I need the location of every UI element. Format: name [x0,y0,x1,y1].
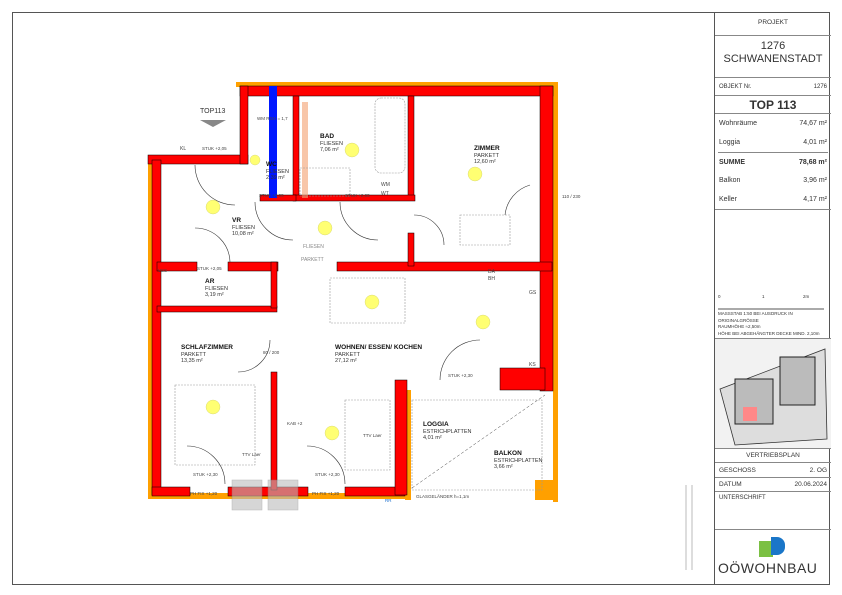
unit-marker: TOP113 [200,108,226,115]
note: DA [488,269,495,275]
note: GLASGELÄNDER h=1,1m [416,494,470,499]
wall-right [539,85,554,392]
project-label: PROJEKT [715,12,831,36]
object-number: OBJEKT Nr.1276 [715,78,831,96]
note: PH FIX +1,20 [312,491,340,496]
outer-insulation-top [236,82,558,87]
wall-top [239,85,554,97]
unit-marker-arrow [200,120,226,127]
wall-left [151,159,162,496]
note: TTV Laer [363,433,382,438]
logo-text: OÖWOHNBAU [718,560,818,576]
unit-title: TOP 113 [715,96,831,114]
note: STUK +2,05 [202,146,227,151]
note: FLIESEN [303,244,324,250]
plan-type: VERTRIEBSPLAN [715,448,831,463]
note: PH FIX +1,20 [190,491,218,496]
note: KS [529,362,536,368]
shaft [269,86,277,198]
note: KAB +2 [287,421,303,426]
note: STUK +2,05 [345,193,370,198]
note: STUK +2,30 [448,373,473,378]
note: STUK +2,05 [197,266,222,271]
note: PARKETT [301,257,324,263]
note: KL [180,146,187,152]
site-plan [715,338,831,448]
outer-insulation-right [553,82,558,502]
note: STUK +2,30 [315,472,340,477]
note: WT [381,191,389,197]
scale-bar: 0 1 2m MASSSTAB 1:50 BEI AUSDRUCK IN ORI… [718,294,828,344]
note: STUK +2,05 [259,193,284,198]
note: WM RGH = 1,7 [257,116,288,121]
note: 110 / 230 [562,194,581,199]
note: VSS [158,268,168,273]
note: 80 / 200 [263,350,280,355]
floor-plan [147,82,693,570]
note: STUK +2,30 [193,472,218,477]
logo-icon [759,537,787,557]
note: WM [381,182,390,188]
note: TTV Laer [242,452,261,457]
note: RR [385,498,392,503]
drawing-frame [12,12,830,585]
note: GS [529,290,537,296]
signature-field: UNTERSCHRIFT [715,492,831,530]
note: BH [488,276,495,282]
